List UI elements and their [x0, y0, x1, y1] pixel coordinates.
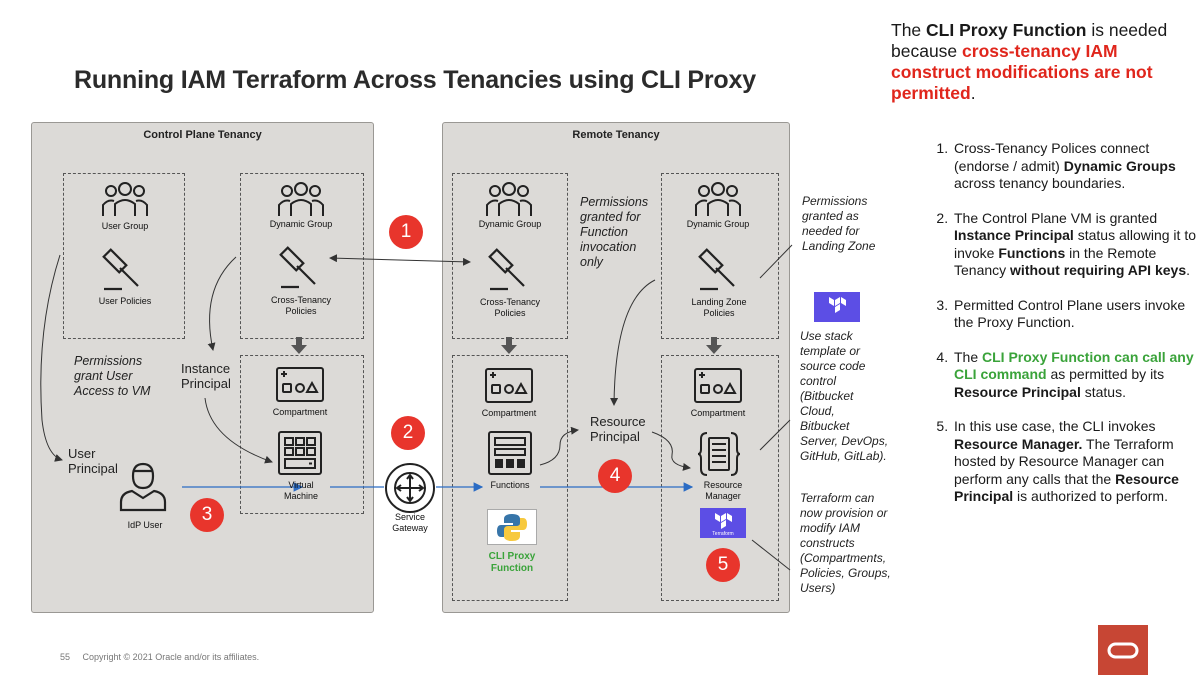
landing-zone-policies-label: Landing Zone Policies: [691, 297, 747, 318]
python-icon: [487, 509, 537, 545]
step-item-1: Cross-Tenancy Polices connect (endorse /…: [952, 140, 1199, 193]
step-badge-1: 1: [389, 215, 423, 249]
step-item-4: The CLI Proxy Function can call any CLI …: [952, 349, 1199, 402]
terraform-icon: Terraform: [700, 508, 746, 538]
stack-note: Use stack template or source code contro…: [800, 329, 889, 463]
step-text: The Control Plane VM is granted: [954, 209, 1158, 226]
step-text: is authorized to perform.: [1013, 488, 1168, 504]
cli-proxy-function-label: CLI Proxy Function: [488, 551, 536, 574]
function-permissions-note: Permissions granted for Function invocat…: [580, 195, 649, 269]
step-text: Resource Principal: [954, 383, 1081, 400]
step-text: without requiring API keys: [1010, 262, 1187, 278]
users-icon: [486, 182, 532, 216]
step-text: in the Remote Tenancy: [954, 244, 1157, 279]
idp-user-label: IdP User: [127, 520, 163, 530]
step-text: Resource Manager.: [954, 435, 1083, 452]
step-text: Permitted Control Plane users invoke the…: [954, 296, 1186, 331]
step-badge-4: 4: [598, 459, 632, 493]
diagram-connectors: [40, 244, 793, 571]
resource-manager-icon: [697, 432, 741, 476]
intro-text-4: cross-tenancy IAM construct modification…: [891, 41, 1153, 103]
resource-manager-label: Resource Manager: [703, 480, 743, 501]
step-item-5: In this use case, the CLI invokes Resour…: [952, 418, 1199, 506]
resource-principal-label: Resource Principal: [590, 414, 646, 444]
gavel-icon: [102, 248, 139, 291]
step-text: across tenancy boundaries.: [954, 175, 1126, 191]
user-group-box: [63, 173, 185, 339]
compute-box: [240, 355, 364, 514]
landing-zone-box: [661, 173, 779, 339]
page-title: Running IAM Terraform Across Tenancies u…: [74, 66, 756, 94]
compartment-icon: [485, 368, 533, 403]
terraform-note: Terraform can now provision or modify IA…: [800, 491, 891, 595]
svg-text:Terraform: Terraform: [712, 531, 733, 537]
landing-zone-note: Permissions granted as needed for Landin…: [802, 194, 876, 253]
functions-label: Functions: [490, 480, 530, 490]
intro-text-3: is needed because: [891, 20, 1168, 61]
user-policies-label: User Policies: [98, 296, 152, 306]
step-text: In this use case, the CLI invokes: [954, 418, 1156, 434]
step-item-3: Permitted Control Plane users invoke the…: [952, 297, 1199, 332]
terraform-icon: [814, 292, 860, 322]
step-text: The: [954, 348, 983, 365]
intro-text-1: The: [891, 20, 927, 40]
users-icon: [102, 182, 148, 216]
step-text: The Terraform hosted by Resource Manager…: [954, 435, 1174, 487]
control-plane-title: Control Plane Tenancy: [143, 129, 262, 141]
user-principal-label: User Principal: [68, 446, 118, 476]
users-icon: [278, 182, 324, 216]
compartment-label: Compartment: [272, 407, 328, 417]
compartment-icon: [694, 368, 742, 403]
copyright: Copyright © 2021 Oracle and/or its affil…: [82, 652, 260, 662]
step-text: Dynamic Groups: [1063, 157, 1176, 174]
step-badge-5: 5: [706, 548, 740, 582]
functions-icon: [488, 431, 532, 475]
permissions-user-note: Permissions grant User Access to VM: [74, 354, 151, 398]
intro-text-2: CLI Proxy Function: [926, 20, 1087, 40]
landing-compartment-label: Compartment: [690, 408, 746, 418]
functions-box: [452, 355, 568, 601]
virtual-machine-label: Virtual Machine: [283, 480, 319, 501]
instance-principal-label: Instance Principal: [181, 361, 231, 391]
gavel-icon: [279, 246, 316, 289]
dynamic-group-label: Dynamic Group: [269, 219, 333, 229]
step-text: Cross-Tenancy Polices connect (endorse /…: [954, 140, 1150, 174]
compartment-icon: [276, 367, 324, 402]
footer: 55 Copyright © 2021 Oracle and/or its af…: [60, 652, 259, 662]
intro-text-5: .: [970, 83, 976, 103]
remote-compartment-label: Compartment: [481, 408, 537, 418]
step-text: Resource Principal: [954, 470, 1179, 505]
step-text: .: [1186, 262, 1190, 278]
step-text: Functions: [998, 244, 1066, 261]
remote-dynamic-group-label: Dynamic Group: [478, 219, 542, 229]
step-badge-2: 2: [391, 416, 425, 450]
oracle-logo-icon: [1098, 625, 1148, 675]
user-icon: [119, 462, 167, 512]
resource-manager-box: [661, 355, 779, 601]
gavel-icon: [698, 248, 735, 291]
steps-list: Cross-Tenancy Polices connect (endorse /…: [928, 140, 1199, 523]
remote-tenancy-title: Remote Tenancy: [572, 129, 660, 141]
gavel-icon: [488, 248, 525, 291]
page-number: 55: [60, 652, 71, 662]
step-text: status.: [1080, 383, 1126, 400]
landing-dynamic-group-label: Dynamic Group: [686, 219, 750, 229]
step-text: Instance Principal: [954, 227, 1074, 243]
remote-cross-tenancy-policies-label: Cross-Tenancy Policies: [479, 297, 541, 318]
step-text: status allowing it to invoke: [954, 227, 1196, 261]
intro-paragraph: The CLI Proxy Function is needed because…: [891, 20, 1181, 104]
gateway-icon: [385, 463, 435, 513]
step-text: CLI Proxy Function can call any CLI comm…: [954, 348, 1194, 383]
vm-icon: [278, 431, 322, 475]
step-item-2: The Control Plane VM is granted Instance…: [952, 210, 1199, 280]
step-badge-3: 3: [190, 498, 224, 532]
user-group-label: User Group: [101, 221, 149, 231]
service-gateway-label: Service Gateway: [392, 512, 428, 533]
cross-tenancy-policies-label: Cross-Tenancy Policies: [270, 295, 332, 316]
step-text: as permitted by its: [1046, 366, 1165, 382]
users-icon: [695, 182, 741, 216]
